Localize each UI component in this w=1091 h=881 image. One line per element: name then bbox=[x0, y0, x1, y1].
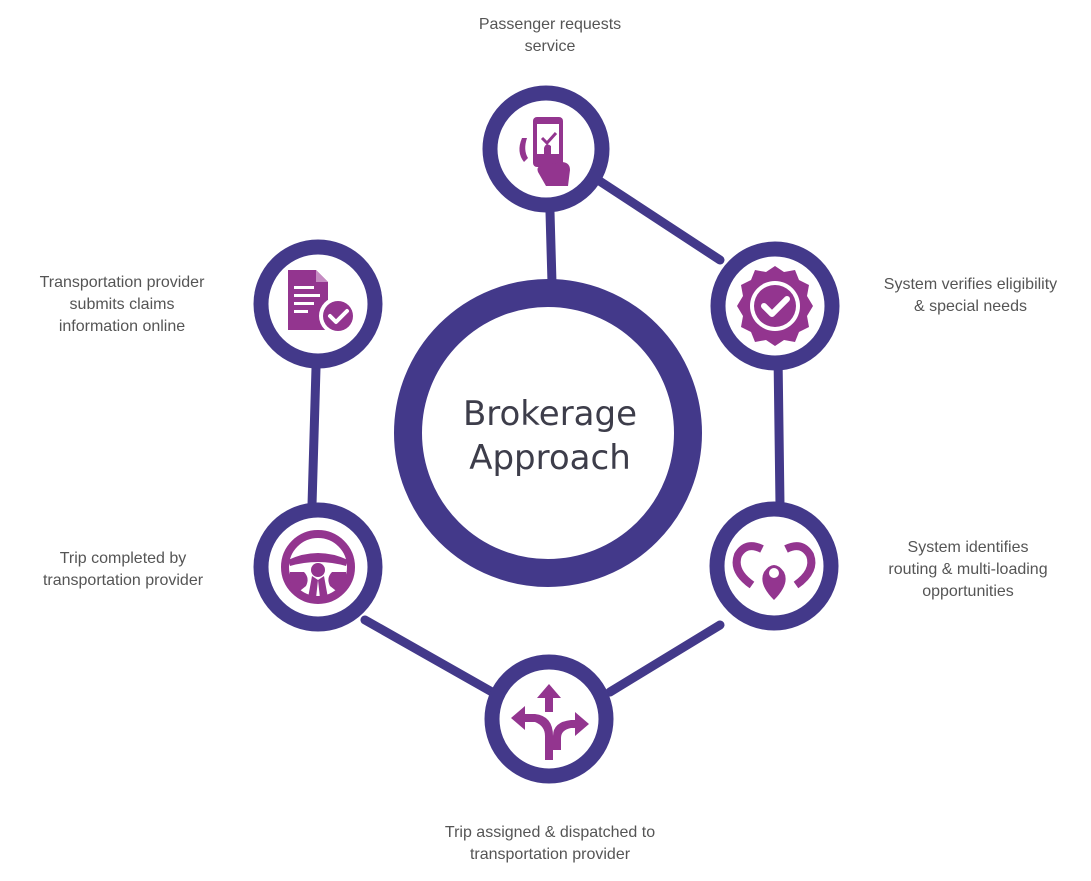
center-ring bbox=[394, 279, 702, 587]
center-title-line2: Approach bbox=[469, 438, 631, 478]
label-line: Trip completed by bbox=[59, 550, 187, 567]
label-identifies-routing: System identifies routing & multi-loadin… bbox=[863, 537, 1073, 603]
label-line: routing & multi-loading bbox=[888, 561, 1048, 578]
label-line: transportation provider bbox=[42, 572, 204, 589]
node-submits-claims bbox=[253, 239, 383, 369]
label-line: service bbox=[524, 38, 576, 55]
steering-wheel-icon bbox=[281, 530, 355, 604]
label-passenger-requests: Passenger requests service bbox=[440, 14, 660, 58]
route-arrows-icon bbox=[511, 684, 589, 760]
label-line: Passenger requests bbox=[478, 16, 622, 33]
connector-lines bbox=[307, 175, 785, 697]
node-trip-completed bbox=[253, 502, 383, 632]
connector-bottom-to-left-bottom bbox=[360, 615, 497, 697]
label-line: information online bbox=[58, 318, 186, 335]
label-line: Trip assigned & dispatched to bbox=[444, 824, 656, 841]
center-title-line1: Brokerage bbox=[462, 394, 638, 434]
connector-left-bottom-to-left-top bbox=[307, 363, 321, 510]
label-line: submits claims bbox=[69, 296, 175, 313]
node-identifies-routing bbox=[709, 501, 839, 631]
connector-top-to-center bbox=[545, 207, 557, 288]
label-line: System verifies eligibility bbox=[883, 276, 1058, 293]
label-line: & special needs bbox=[914, 298, 1027, 315]
label-line: Transportation provider bbox=[39, 274, 205, 291]
node-passenger-requests bbox=[482, 85, 610, 213]
connector-top-to-right-top bbox=[593, 175, 725, 265]
label-line: opportunities bbox=[922, 583, 1014, 600]
connector-right-bottom-to-bottom bbox=[605, 620, 725, 697]
label-trip-assigned: Trip assigned & dispatched to transporta… bbox=[405, 822, 695, 866]
connector-right-top-to-right-bottom bbox=[773, 350, 785, 510]
center-title: Brokerage Approach bbox=[400, 392, 700, 480]
map-pins-icon bbox=[732, 542, 816, 600]
smartphone-hand-icon bbox=[519, 117, 570, 186]
document-check-icon bbox=[288, 270, 357, 335]
label-submits-claims: Transportation provider submits claims i… bbox=[16, 272, 228, 338]
label-line: transportation provider bbox=[469, 846, 631, 863]
node-trip-assigned bbox=[484, 654, 614, 784]
node-verifies-eligibility bbox=[710, 241, 840, 371]
label-trip-completed: Trip completed by transportation provide… bbox=[18, 548, 228, 592]
label-line: System identifies bbox=[907, 539, 1029, 556]
verified-badge-icon bbox=[737, 266, 813, 346]
label-verifies-eligibility: System verifies eligibility & special ne… bbox=[858, 274, 1083, 318]
